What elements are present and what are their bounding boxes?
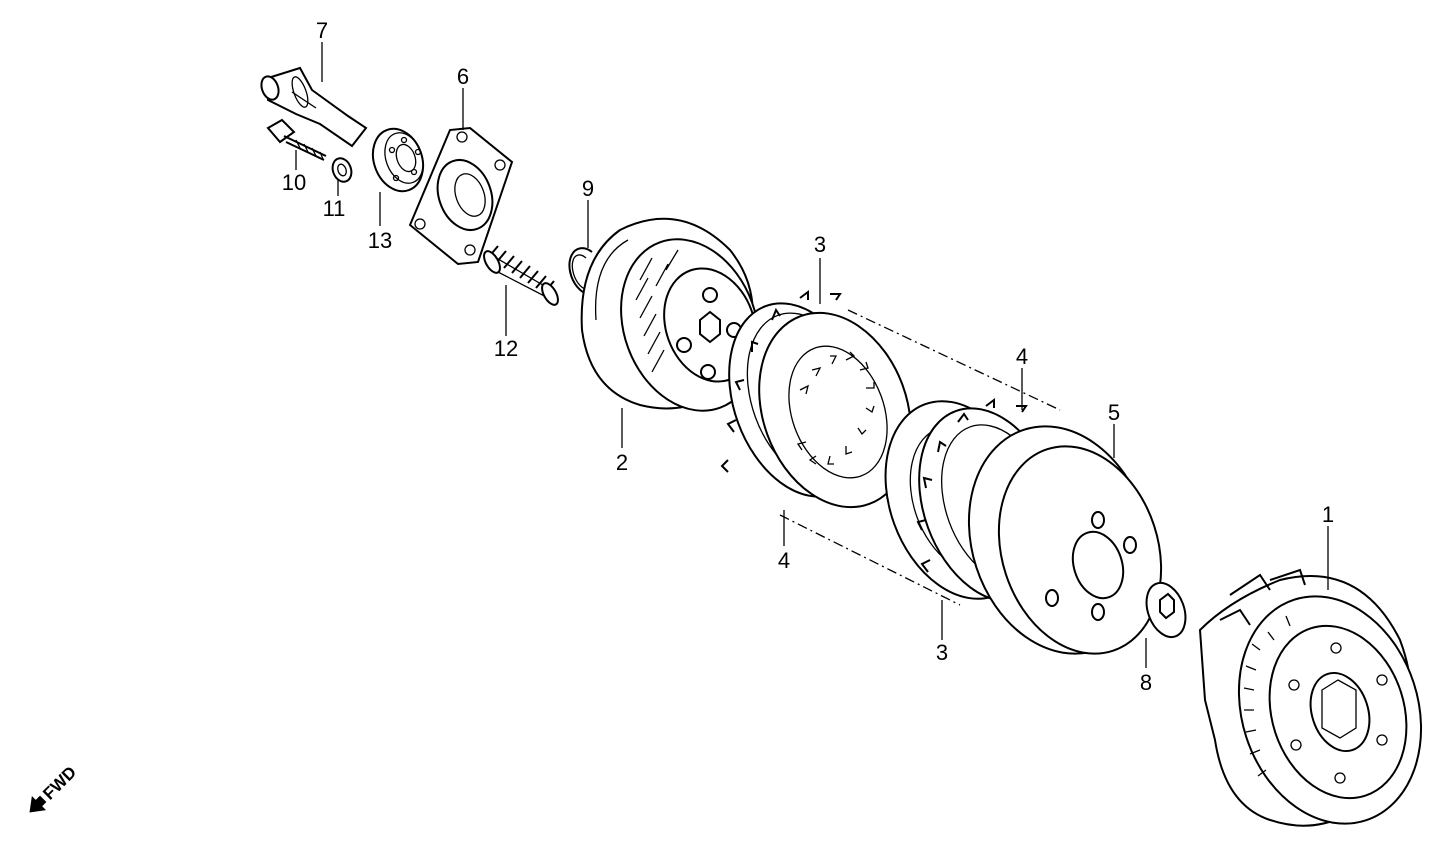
lock-washer-part bbox=[1145, 581, 1187, 639]
fwd-label: FWD bbox=[39, 763, 80, 804]
lifter-rod-part bbox=[260, 66, 368, 148]
callout-8: 8 bbox=[1140, 670, 1152, 695]
callout-13: 13 bbox=[368, 228, 392, 253]
callout-7: 7 bbox=[316, 18, 328, 43]
callout-3-upper: 3 bbox=[814, 232, 826, 257]
callout-12: 12 bbox=[494, 336, 518, 361]
fwd-arrow-icon bbox=[29, 795, 47, 813]
callout-1: 1 bbox=[1322, 502, 1334, 527]
clutch-center-part bbox=[967, 425, 1163, 655]
callout-5: 5 bbox=[1108, 400, 1120, 425]
pressure-plate-part bbox=[580, 217, 760, 412]
assembly-line-upper bbox=[847, 309, 1061, 411]
lifter-plate-part bbox=[408, 126, 514, 266]
bolt-part bbox=[266, 118, 327, 161]
assembly-line-lower bbox=[779, 514, 961, 606]
callout-11: 11 bbox=[323, 196, 346, 221]
clutch-outer-part bbox=[1198, 568, 1423, 827]
nut-part bbox=[331, 157, 353, 183]
bearing-part bbox=[371, 127, 425, 193]
fwd-indicator: FWD bbox=[29, 763, 80, 813]
callout-10: 10 bbox=[282, 170, 306, 195]
callout-6: 6 bbox=[457, 64, 469, 89]
callout-3-lower: 3 bbox=[936, 640, 948, 665]
callout-4-upper: 4 bbox=[1016, 344, 1028, 369]
spring-part bbox=[483, 245, 559, 306]
callout-2: 2 bbox=[616, 450, 628, 475]
callout-4-lower: 4 bbox=[778, 548, 790, 573]
callout-9: 9 bbox=[582, 176, 594, 201]
steel-plate-upper-part bbox=[758, 311, 912, 509]
